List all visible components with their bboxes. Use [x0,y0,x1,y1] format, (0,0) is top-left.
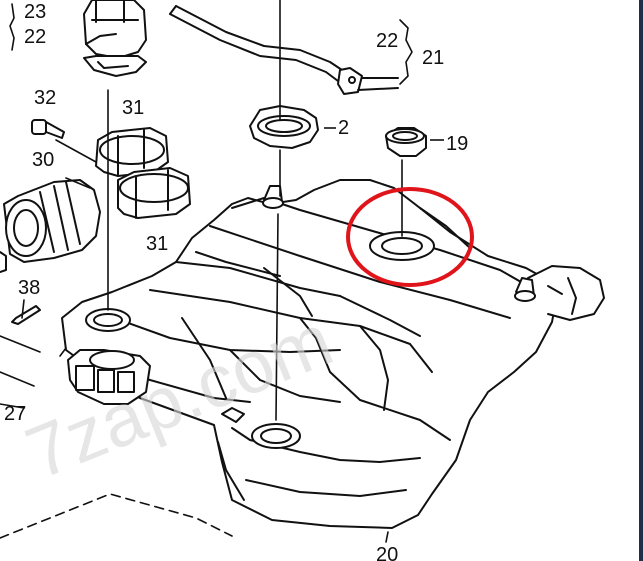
vent-nipple-right [514,277,536,302]
label-22-hose: 22 [376,30,398,52]
highlight-circle [346,187,474,287]
electrical-connector [67,349,151,405]
label-38: 38 [18,277,40,299]
dashed-outline [0,493,233,539]
bracket-left [0,251,7,273]
fuel-sender-unit [83,0,147,77]
label-ticks [324,127,444,141]
label-32: 32 [34,87,56,109]
part-30-filler-pipe [3,179,101,263]
label-20: 20 [376,544,398,561]
label-22-top-left: 22 [24,26,46,48]
label-31-lower: 31 [146,233,168,255]
label-2: 2 [338,117,349,139]
tank-port-left [85,308,131,332]
part-38-pin [11,305,41,325]
label-27: 27 [4,403,26,425]
label-brackets [9,3,413,85]
label-30: 30 [32,149,54,171]
tank-port-front [251,423,301,449]
label-21: 21 [422,47,444,69]
clip-small [221,407,245,423]
label-31-upper: 31 [122,97,144,119]
fuel-tank [61,179,605,529]
part-19-seal [385,127,427,157]
leader-lines [0,0,403,543]
part-31-hose-clamp [95,127,191,219]
label-19: 19 [446,133,468,155]
label-23: 23 [24,1,46,23]
part-32-screw [31,119,65,139]
breather-hose [169,5,399,95]
window-edge [639,0,643,561]
part-2-seal-ring [249,105,319,149]
